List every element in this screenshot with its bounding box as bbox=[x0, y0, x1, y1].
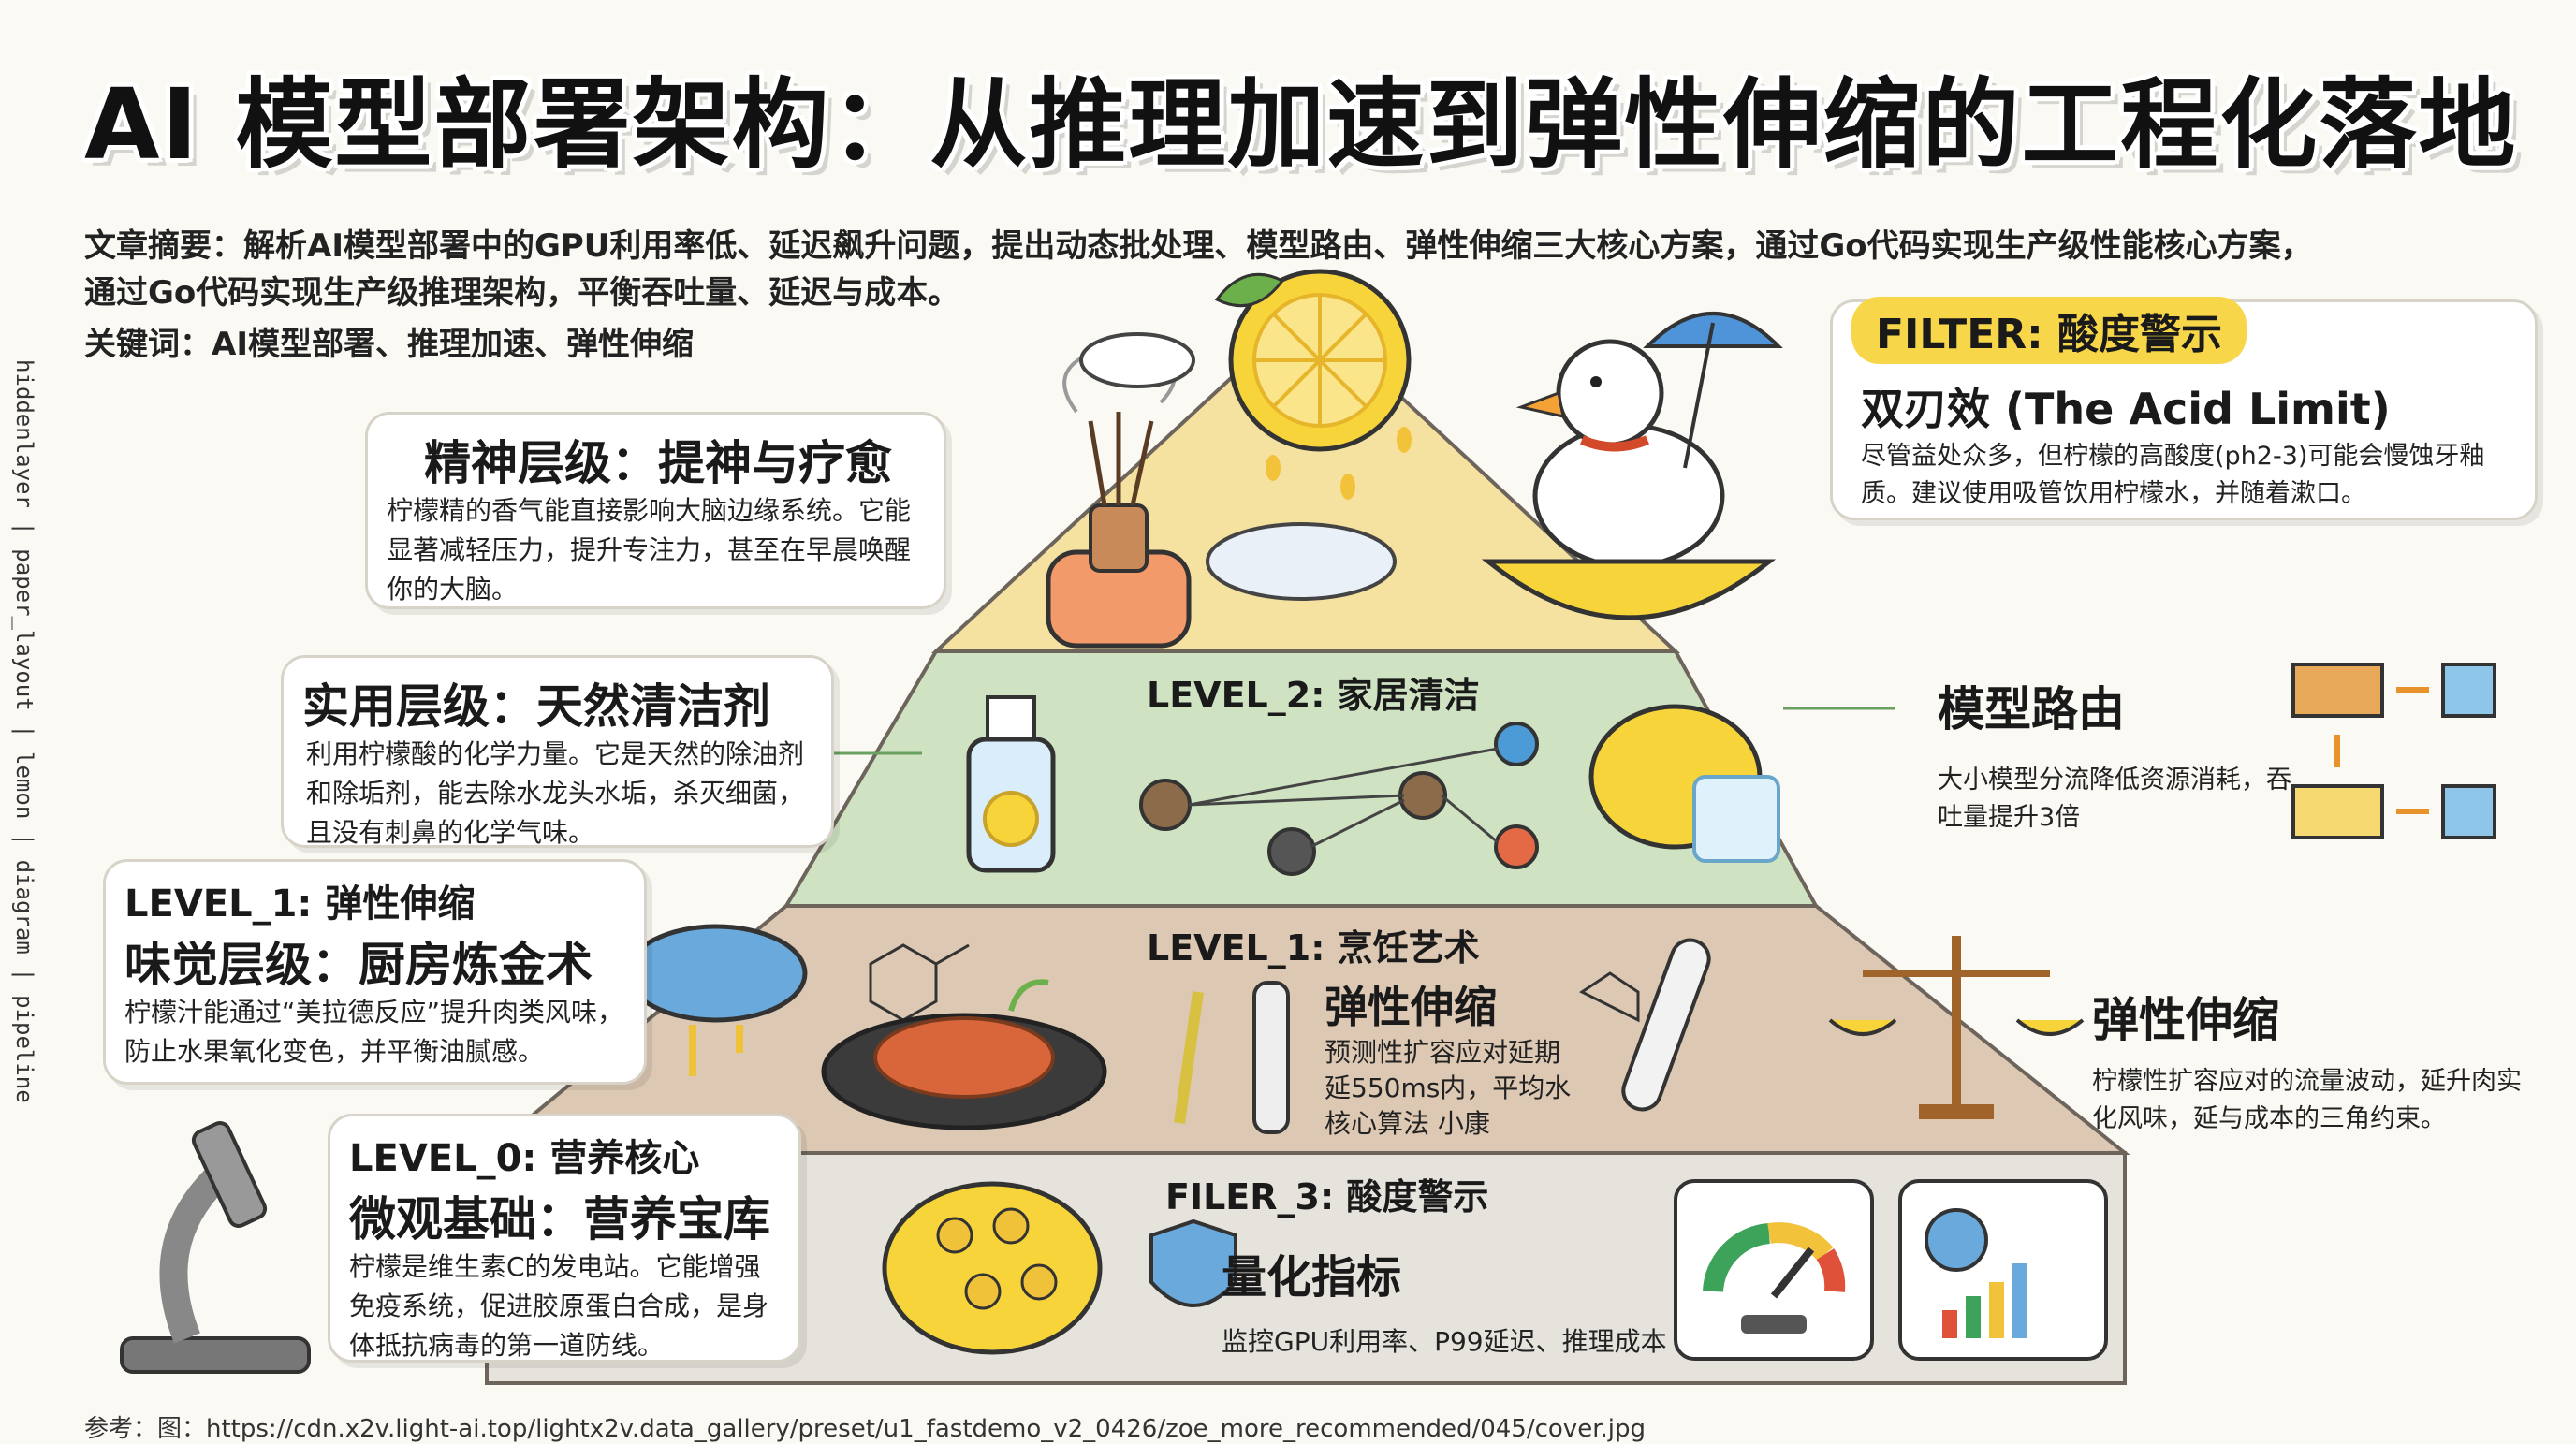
card-nutrition-title: 微观基础：营养宝库 bbox=[349, 1192, 770, 1247]
zester-icon bbox=[1174, 991, 1204, 1124]
metrics-block: 量化指标 监控GPU利用率、P99延迟、推理成本 bbox=[1222, 1240, 1671, 1362]
card-taste-level: LEVEL_1: 弹性伸缩 bbox=[124, 882, 476, 926]
abstract: 文章摘要：解析AI模型部署中的GPU利用率低、延迟飙升问题，提出动态批处理、模型… bbox=[84, 223, 2424, 316]
drop-icon bbox=[1266, 427, 1412, 500]
microscope-icon bbox=[120, 1120, 311, 1374]
thermometer-icon bbox=[1252, 981, 1290, 1134]
keywords: 关键词：AI模型部署、推理加速、弹性伸缩 bbox=[84, 326, 694, 363]
shield-icon bbox=[1149, 1218, 1237, 1307]
card-taste: LEVEL_1: 弹性伸缩 味觉层级：厨房炼金术 柠檬汁能通过“美拉德反应”提升… bbox=[103, 859, 647, 1085]
scaling-block: 弹性伸缩 柠檬性扩容应对的流量波动，延升肉实化风味，延与成本的三角约束。 bbox=[2092, 983, 2523, 1138]
routing-body: 大小模型分流降低资源消耗，吞吐量提升3倍 bbox=[1938, 766, 2291, 832]
cloud-face-icon bbox=[1206, 522, 1397, 601]
card-spiritual-title: 精神层级：提神与疗愈 bbox=[424, 436, 892, 490]
spray-bottle-icon bbox=[966, 695, 1056, 873]
metrics-body: 监控GPU利用率、P99延迟、推理成本 bbox=[1222, 1326, 1667, 1357]
dashboard-chart-icon bbox=[1925, 1208, 2027, 1338]
bacteria-icon bbox=[1139, 722, 1539, 876]
abstract-line-1: 文章摘要：解析AI模型部署中的GPU利用率低、延迟飙升问题，提出动态批处理、模型… bbox=[84, 227, 2313, 265]
network-lines-icon bbox=[1188, 747, 1499, 849]
base-label: FILER_3: 酸度警示 bbox=[1165, 1176, 1489, 1218]
filter-panel: FILTER: 酸度警示 双刃效 (The Acid Limit) 尽管益处众多… bbox=[1830, 297, 2538, 520]
scale-icon bbox=[1828, 936, 2085, 1119]
metrics-title: 量化指标 bbox=[1222, 1251, 1402, 1304]
umbrella-icon bbox=[1643, 312, 1783, 469]
level2-label: LEVEL_2: 家居清洁 bbox=[1147, 675, 1480, 716]
lemon-slice-icon bbox=[1214, 269, 1412, 452]
routing-diagram-icon bbox=[2291, 663, 2496, 839]
reference-footer: 参考：图：https://cdn.x2v.light-ai.top/lightx… bbox=[84, 1415, 1646, 1443]
card-nutrition-level: LEVEL_0: 营养核心 bbox=[349, 1137, 700, 1180]
card-spiritual-body: 柠檬精的香气能直接影响大脑边缘系统。它能显著减轻压力，提升专注力，甚至在早晨唤醒… bbox=[387, 495, 912, 605]
lemon-icon bbox=[1588, 704, 1780, 863]
elastic-body-3: 核心算法 小康 bbox=[1325, 1108, 1490, 1139]
filter-badge-wrap: FILTER: 酸度警示 bbox=[1852, 297, 2247, 364]
steak-pan-icon bbox=[821, 979, 1107, 1130]
molecule-icon bbox=[869, 943, 1640, 1023]
elastic-title: 弹性伸缩 bbox=[1325, 982, 1497, 1032]
card-nutrition: LEVEL_0: 营养核心 微观基础：营养宝库 柠檬是维生素C的发电站。它能增强… bbox=[328, 1114, 801, 1363]
card-taste-title: 味觉层级：厨房炼金术 bbox=[124, 938, 593, 992]
diffuser-icon bbox=[1046, 344, 1192, 649]
elastic-block: 弹性伸缩 预测性扩容应对延期 延550ms内，平均水 核心算法 小康 bbox=[1325, 973, 1605, 1142]
card-nutrition-body: 柠檬是维生素C的发电站。它能增强免疫系统，促进胶原蛋白合成，是身体抵抗病毒的第一… bbox=[349, 1251, 769, 1361]
card-practical-title: 实用层级：天然清洁剂 bbox=[302, 679, 770, 734]
card-practical-body: 利用柠檬酸的化学力量。它是天然的除油剂和除垢剂，能去除水龙头水垢，杀灭细菌，且没… bbox=[306, 738, 805, 848]
cloud-rain-icon bbox=[624, 924, 808, 1076]
elastic-body-2: 延550ms内，平均水 bbox=[1325, 1072, 1572, 1103]
test-tube-icon bbox=[1621, 938, 1711, 1112]
elastic-body-1: 预测性扩容应对延期 bbox=[1325, 1037, 1561, 1068]
scaling-body: 柠檬性扩容应对的流量波动，延升肉实化风味，延与成本的三角约束。 bbox=[2092, 1067, 2522, 1133]
filter-title: 双刃效 (The Acid Limit) bbox=[1861, 384, 2391, 434]
card-practical: 实用层级：天然清洁剂 利用柠檬酸的化学力量。它是天然的除油剂和除垢剂，能去除水龙… bbox=[281, 655, 834, 848]
duck-icon bbox=[1515, 339, 1725, 569]
gauge-icon bbox=[1703, 1222, 1846, 1334]
routing-block: 模型路由 大小模型分流降低资源消耗，吞吐量提升3倍 bbox=[1938, 672, 2293, 837]
abstract-line-2: 通过Go代码实现生产级推理架构，平衡吞吐量、延迟与成本。 bbox=[84, 274, 960, 312]
scaling-title: 弹性伸缩 bbox=[2092, 993, 2279, 1047]
filter-badge: FILTER: 酸度警示 bbox=[1852, 297, 2247, 364]
filter-body: 尽管益处众多，但柠檬的高酸度(ph2-3)可能会慢蚀牙釉质。建议使用吸管饮用柠檬… bbox=[1861, 442, 2485, 508]
cloud-icon bbox=[1079, 332, 1195, 388]
routing-title: 模型路由 bbox=[1938, 682, 2125, 737]
lemon-cells-icon bbox=[882, 1181, 1103, 1355]
page-title: AI 模型部署架构：从推理加速到弹性伸缩的工程化落地 bbox=[84, 67, 2518, 182]
level1-label: LEVEL_1: 烹饪艺术 bbox=[1147, 927, 1480, 969]
card-taste-body: 柠檬汁能通过“美拉德反应”提升肉类风味，防止水果氧化变色，并平衡油腻感。 bbox=[124, 997, 624, 1067]
lemon-half-icon bbox=[1481, 559, 1777, 620]
card-spiritual: 精神层级：提神与疗愈 柠檬精的香气能直接影响大脑边缘系统。它能显著减轻压力，提升… bbox=[365, 412, 946, 609]
